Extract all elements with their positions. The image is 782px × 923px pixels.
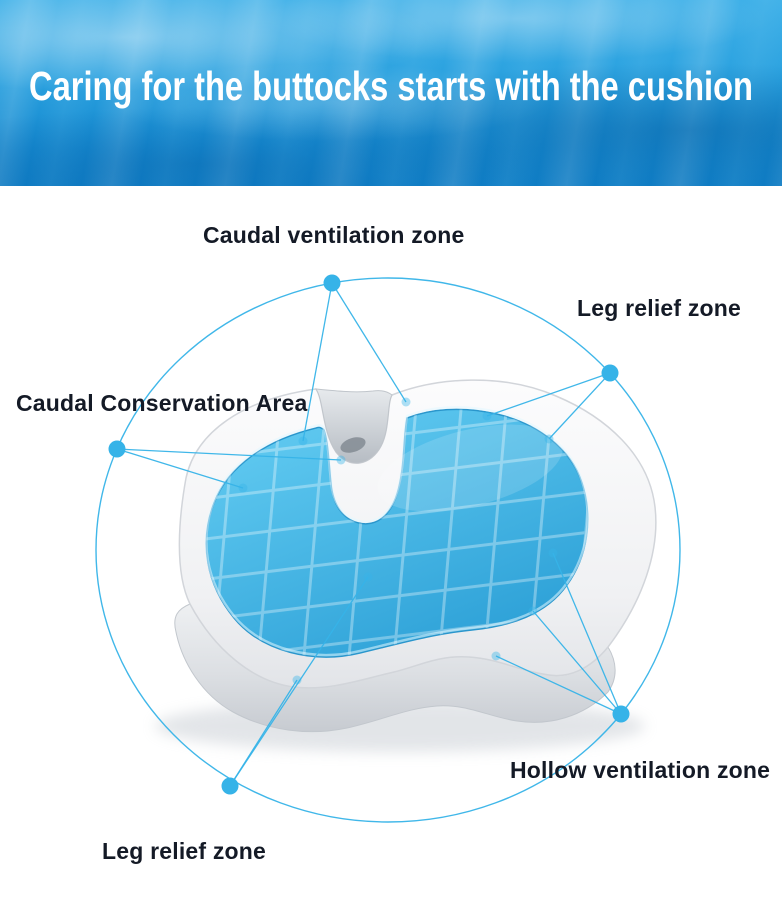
annotation-line xyxy=(229,576,369,787)
gel-edge-highlight xyxy=(205,406,589,657)
annotation-line xyxy=(486,372,611,417)
annotation-line xyxy=(532,610,622,715)
notch-hole xyxy=(340,437,366,453)
gel-pad xyxy=(205,406,589,658)
annotation-dot-caudal-ventilation xyxy=(323,274,341,292)
annotation-dot-hollow-ventilation xyxy=(612,705,630,723)
annotation-line xyxy=(302,282,333,442)
annotation-endpoint xyxy=(482,411,492,421)
label-leg-relief-zone-bottom: Leg relief zone xyxy=(102,838,267,864)
annotation-overlay xyxy=(95,274,681,823)
label-leg-relief-zone-top: Leg relief zone xyxy=(577,295,742,321)
annotation-endpoint xyxy=(336,455,346,465)
label-caudal-ventilation-zone: Caudal ventilation zone xyxy=(203,222,465,248)
label-caudal-conservation-area: Caudal Conservation Area xyxy=(16,390,308,416)
annotation-line xyxy=(495,655,622,715)
annotation-line xyxy=(548,372,611,440)
annotation-dot-leg-relief-bottom xyxy=(221,777,239,795)
header-banner: Caring for the buttocks starts with the … xyxy=(0,0,782,186)
header-title-canvas: Caring for the buttocks starts with the … xyxy=(29,63,753,109)
annotation-dots xyxy=(108,274,630,795)
annotation-lines xyxy=(116,282,622,787)
annotation-line xyxy=(116,448,244,489)
annotation-ellipse xyxy=(95,277,681,823)
coccyx-notch xyxy=(314,388,393,464)
gel-grid-overlay xyxy=(206,409,588,657)
annotation-endpoint xyxy=(544,434,554,444)
annotation-endpoint xyxy=(528,606,538,616)
label-hollow-ventilation-zone: Hollow ventilation zone xyxy=(510,757,771,783)
annotation-endpoint xyxy=(401,397,411,407)
annotation-endpoint xyxy=(238,483,248,493)
annotation-endpoints xyxy=(238,397,558,685)
annotation-line xyxy=(552,552,622,715)
annotation-line xyxy=(116,448,342,461)
annotation-endpoint xyxy=(548,548,558,558)
annotation-dot-caudal-conservation xyxy=(108,440,126,458)
annotation-dot-leg-relief-top xyxy=(601,364,619,382)
page-title: Caring for the buttocks starts with the … xyxy=(29,63,753,109)
cushion-illustration xyxy=(155,379,657,752)
annotation-endpoint xyxy=(363,572,373,582)
gel-sheen xyxy=(377,424,563,512)
annotation-line xyxy=(331,282,407,403)
annotation-endpoint xyxy=(292,675,302,685)
annotation-endpoint xyxy=(298,436,308,446)
annotation-endpoint xyxy=(491,651,501,661)
